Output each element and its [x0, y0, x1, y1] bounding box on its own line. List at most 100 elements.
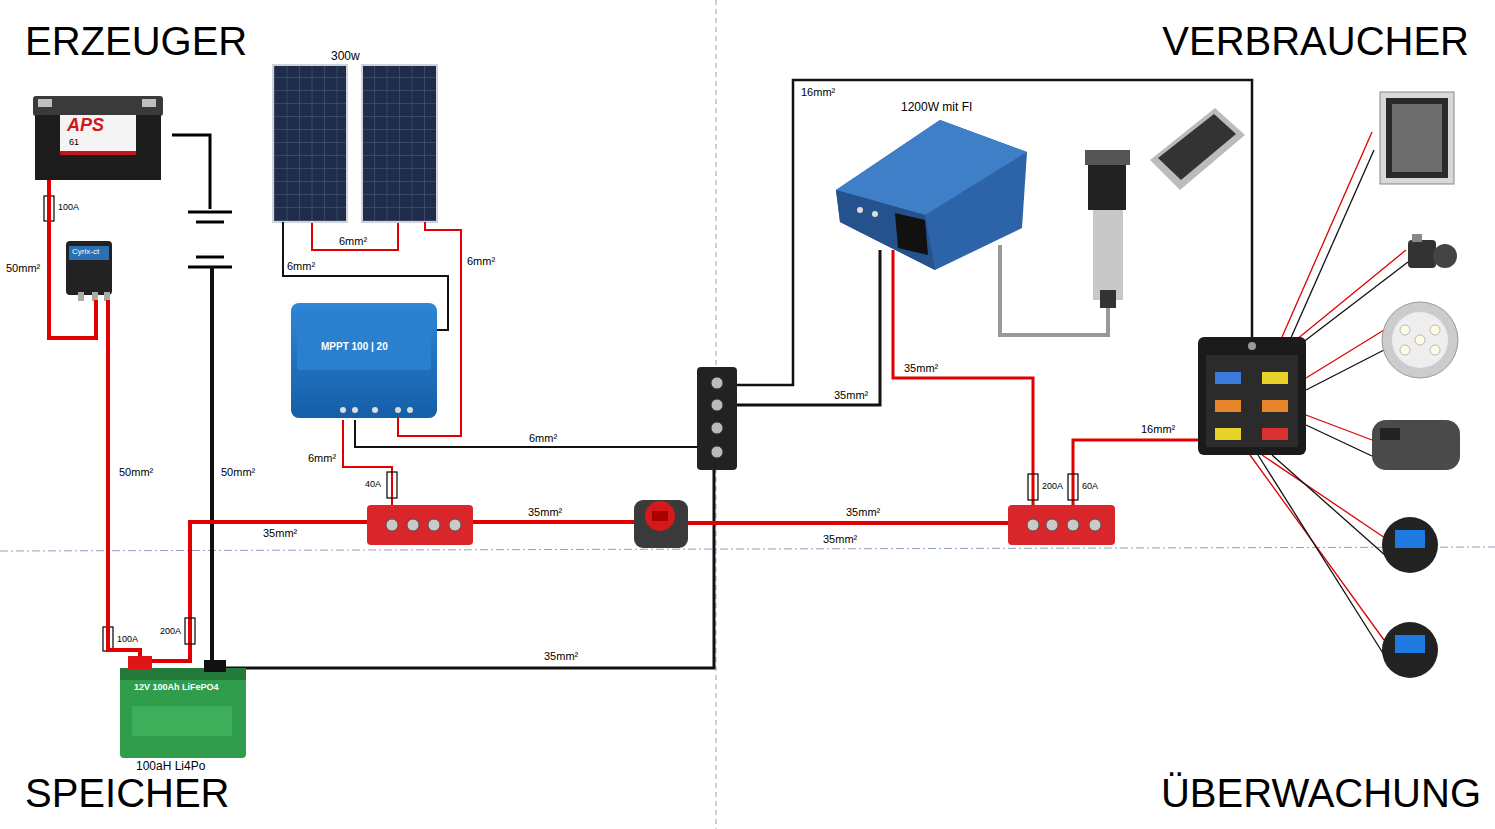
fridge	[1392, 104, 1442, 172]
lamp	[1400, 325, 1410, 335]
heater	[1372, 420, 1460, 470]
wire-size: 35mm²	[903, 362, 939, 375]
wire-size: 50mm²	[118, 466, 154, 479]
consumer-wire	[1290, 150, 1374, 340]
starter-battery	[35, 115, 161, 180]
socket	[1100, 290, 1116, 308]
wire-size: 35mm²	[262, 527, 298, 540]
fuse-rating: 40A	[364, 479, 382, 489]
wire	[283, 222, 448, 330]
consumer-wire	[1258, 455, 1386, 658]
solar-panel: 300w	[273, 65, 437, 222]
fridge	[1380, 92, 1454, 184]
lifepo4-battery	[132, 706, 232, 736]
charge-controller	[352, 407, 358, 413]
lifepo4-battery	[204, 660, 226, 672]
fuse-rating: 60A	[1081, 481, 1099, 491]
bus-bar	[386, 519, 398, 531]
water-pump	[1408, 240, 1436, 268]
inverter	[836, 190, 935, 270]
fuse-box	[1215, 428, 1241, 440]
usb-socket	[1382, 517, 1438, 573]
usb-socket	[1395, 635, 1425, 653]
wire	[312, 222, 398, 250]
lamp	[1392, 312, 1448, 368]
socket	[1085, 150, 1130, 308]
fuse-box	[1215, 372, 1241, 384]
wire	[398, 222, 461, 436]
battery-relay	[92, 292, 98, 301]
bus-bar	[1027, 519, 1039, 531]
fuse-box	[1215, 400, 1241, 412]
bus-bar	[449, 519, 461, 531]
charge-controller	[407, 407, 413, 413]
consumer-wire	[1306, 350, 1384, 390]
water-pump	[1408, 234, 1457, 268]
bus-bar	[367, 367, 1115, 545]
consumer-wire	[1306, 415, 1372, 440]
socket	[1088, 165, 1126, 210]
charge-controller	[372, 407, 378, 413]
charge-controller	[395, 407, 401, 413]
lamp	[1430, 325, 1440, 335]
ground-symbol	[188, 211, 232, 214]
battery-relay	[66, 241, 112, 301]
wire	[688, 521, 1008, 525]
bus-bar	[367, 505, 473, 545]
wire	[210, 267, 214, 668]
inverter	[857, 207, 863, 213]
lamp	[1382, 302, 1458, 378]
usb-socket	[1395, 530, 1425, 548]
wire-size: 35mm²	[833, 389, 869, 402]
fuse-rating: 200A	[159, 626, 182, 636]
battery-relay	[104, 292, 110, 301]
wire	[355, 420, 698, 447]
wire-size: 35mm²	[845, 506, 881, 519]
water-pump	[1412, 234, 1422, 242]
solar-panel	[273, 65, 437, 222]
lifepo4-battery	[120, 668, 246, 680]
lifepo4-battery	[120, 656, 246, 758]
component-text: MPPT 100 | 20	[321, 341, 388, 353]
quadrant-heading: ERZEUGER	[24, 18, 248, 64]
fuse-box	[1206, 355, 1298, 447]
bus-bar	[711, 377, 723, 389]
ground-symbol	[172, 135, 232, 267]
lamp	[1430, 345, 1440, 355]
lifepo4-battery	[120, 668, 246, 758]
consumer-wire	[1306, 425, 1372, 456]
lamp	[1400, 345, 1410, 355]
ground-symbol	[196, 221, 224, 224]
starter-battery: APS61	[33, 95, 163, 180]
starter-battery	[33, 96, 163, 180]
component-label: 300w	[331, 50, 360, 64]
ground-symbol	[196, 256, 224, 259]
inverter	[836, 120, 1027, 270]
inverter	[836, 120, 1027, 270]
lifepo4-battery	[128, 656, 152, 669]
bus-bar	[1089, 519, 1101, 531]
wire	[893, 250, 1033, 505]
wire-size: 16mm²	[1140, 423, 1176, 436]
wire	[49, 180, 96, 338]
bus-bar	[711, 399, 723, 411]
inverter: 1200W mit FI	[833, 117, 1027, 270]
wire-size: 35mm²	[543, 650, 579, 663]
fuse-box	[1198, 337, 1306, 455]
water-pump	[1433, 244, 1457, 268]
battery-switch	[652, 511, 668, 521]
wire-size: 6mm²	[528, 432, 558, 445]
bus-bar	[1008, 505, 1115, 545]
quadrant-heading: VERBRAUCHER	[1161, 18, 1470, 64]
battery-switch	[634, 500, 688, 548]
battery-relay: Cyrix-ct	[66, 237, 112, 300]
charge-controller: MPPT 100 | 20	[291, 303, 437, 418]
charge-controller	[291, 303, 437, 418]
fuse-box	[1262, 428, 1288, 440]
component-text: APS	[67, 115, 104, 136]
wire-size: 16mm²	[800, 86, 836, 99]
wire	[152, 522, 367, 661]
inverter	[872, 211, 878, 217]
fuse-box	[1198, 337, 1306, 455]
